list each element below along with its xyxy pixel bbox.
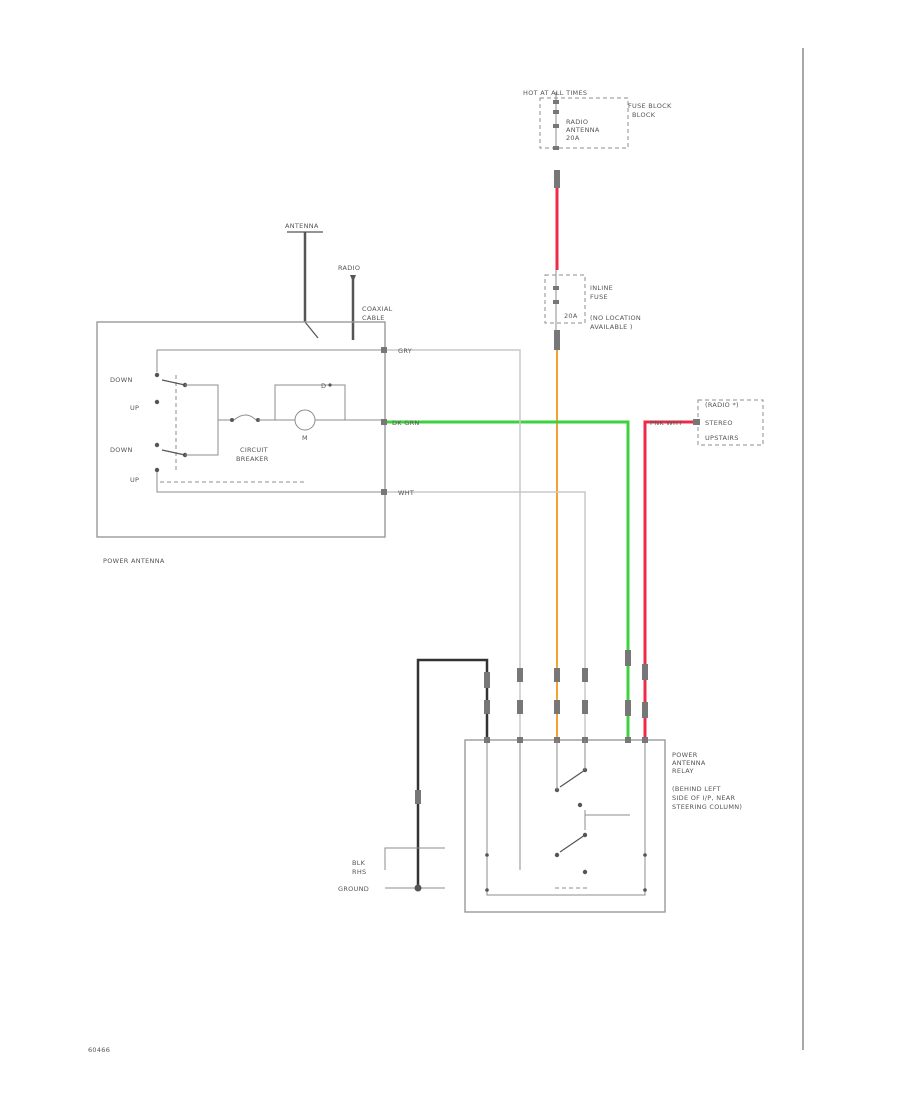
wire-gray-signal xyxy=(385,349,521,740)
wire-label-wht: WHT xyxy=(398,489,414,497)
wire-label-gry: GRY xyxy=(398,347,412,355)
fuse-block: HOT AT ALL TIMES FUSE BLOCK BLOCK RADIO … xyxy=(523,89,672,150)
relay-label-1: POWER xyxy=(672,751,698,759)
motor-symbol xyxy=(294,409,316,431)
switch-up-2: UP xyxy=(130,476,139,484)
power-antenna-label: POWER ANTENNA xyxy=(103,557,165,565)
coaxial-label-2: CABLE xyxy=(362,314,385,322)
relay-label-3: RELAY xyxy=(672,767,694,775)
wire-white-signal xyxy=(385,491,586,740)
wire-connectors xyxy=(415,650,648,804)
wire-pink-feed xyxy=(643,420,695,740)
power-antenna-box: POWER ANTENNA DOWN UP DOWN UP CIRCUIT BR… xyxy=(96,321,386,565)
wire-label-pnkwht: PNK WHT xyxy=(650,419,683,427)
inline-fuse-label-2: FUSE xyxy=(590,293,608,301)
inline-fuse-label-1: INLINE xyxy=(590,284,613,292)
radio-label-1: (RADIO *) xyxy=(705,401,739,409)
antenna-mast: ANTENNA xyxy=(285,222,323,339)
hot-at-all-times-label: HOT AT ALL TIMES xyxy=(523,89,587,97)
radio-stereo: (RADIO *) STEREO UPSTAIRS xyxy=(693,399,764,446)
radio-label-2: STEREO xyxy=(705,419,733,427)
wire-green-signal xyxy=(385,420,630,740)
switch-up-1: UP xyxy=(130,404,139,412)
figure-id: 60466 xyxy=(88,1046,110,1054)
inline-fuse-amp: 20A xyxy=(564,312,578,320)
inline-fuse-label-3: (NO LOCATION xyxy=(590,314,641,322)
relay-label-2: ANTENNA xyxy=(672,759,706,767)
relay-label-6: STEERING COLUMN) xyxy=(672,803,742,811)
relay-label-5: SIDE OF I/P, NEAR xyxy=(672,794,736,802)
radio-mark-label: RADIO xyxy=(338,264,360,272)
wire-label-dkgrn: DK GRN xyxy=(392,419,420,427)
circuit-breaker-label-2: BREAKER xyxy=(236,455,269,463)
switch-down-2: DOWN xyxy=(110,446,133,454)
fuse-block-label-2: BLOCK xyxy=(632,111,656,119)
antenna-top-label: ANTENNA xyxy=(285,222,319,230)
power-antenna-relay: POWER ANTENNA RELAY (BEHIND LEFT SIDE OF… xyxy=(464,737,742,913)
coaxial-label-1: COAXIAL xyxy=(362,305,393,313)
inline-fuse-label-4: AVAILABLE ) xyxy=(590,323,633,331)
ground-label-1: BLK xyxy=(352,859,366,867)
inline-fuse: 20A INLINE FUSE (NO LOCATION AVAILABLE ) xyxy=(544,268,641,335)
fuse-rating-top: RADIO xyxy=(566,118,588,126)
circuit-breaker-label-1: CIRCUIT xyxy=(240,446,268,454)
motor-fuse-mark: D xyxy=(321,382,326,390)
switch-down-1: DOWN xyxy=(110,376,133,384)
ground-label-2: RHS xyxy=(352,868,366,876)
fuse-rating-sub: ANTENNA xyxy=(566,126,600,134)
fuse-block-label: FUSE BLOCK xyxy=(628,102,672,110)
ground-label-3: GROUND xyxy=(338,885,369,893)
motor-label: M xyxy=(302,434,308,442)
radio-connection: RADIO COAXIAL CABLE xyxy=(338,264,393,340)
ground-point: BLK RHS GROUND xyxy=(338,847,445,893)
radio-label-3: UPSTAIRS xyxy=(705,434,739,442)
relay-label-4: (BEHIND LEFT xyxy=(672,785,721,793)
fuse-rating-amp: 20A xyxy=(566,134,580,142)
wire-black-ground xyxy=(416,658,489,888)
